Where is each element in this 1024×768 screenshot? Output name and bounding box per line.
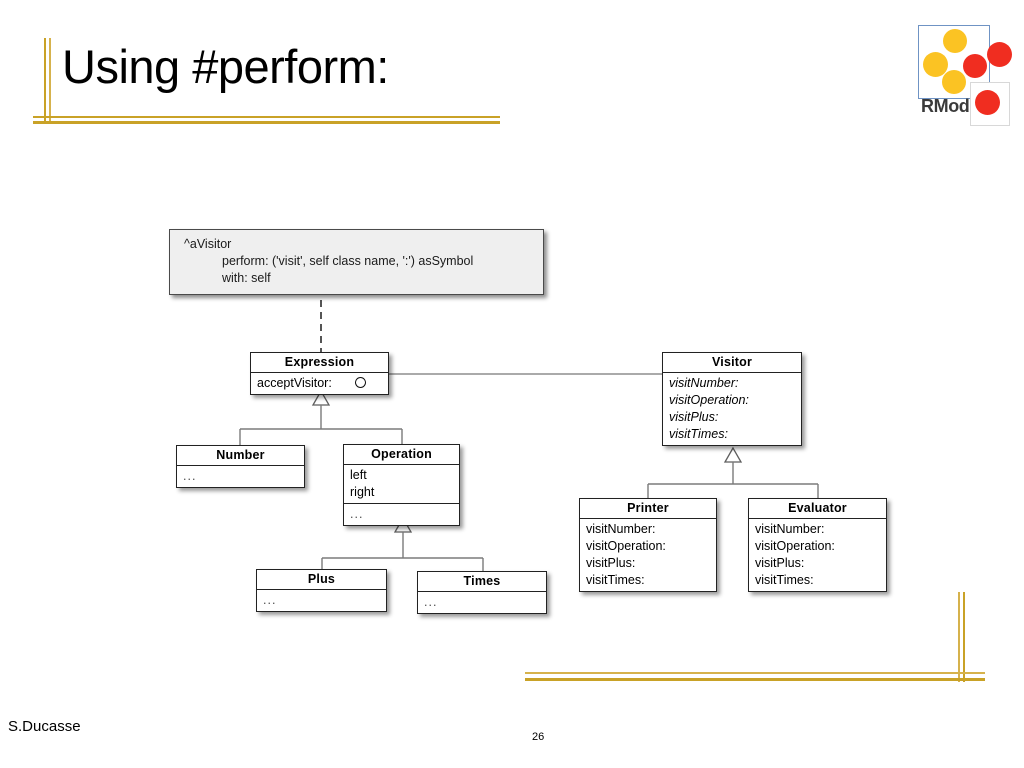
uml-member-left: left: [350, 468, 367, 482]
uml-member-visit-plus: visitPlus:: [669, 410, 719, 424]
generalization-triangle-visitor: [723, 446, 743, 463]
title-ornament-vertical-inner: [49, 38, 51, 124]
uml-member-visit-operation: visitOperation:: [586, 539, 666, 553]
logo-yellow-circle-3: [942, 70, 966, 94]
uml-operations-times: ...: [418, 592, 546, 613]
uml-member-ellipsis: ...: [263, 593, 277, 607]
uml-class-name-printer: Printer: [580, 499, 716, 519]
uml-class-name-visitor: Visitor: [663, 353, 801, 373]
uml-member-ellipsis: ...: [183, 469, 197, 483]
uml-member-visit-times: visitTimes:: [755, 573, 814, 587]
uml-class-operation[interactable]: Operation left right ...: [343, 444, 460, 526]
page-title: Using #perform:: [62, 40, 389, 93]
note-line-3: with: self: [222, 271, 271, 285]
uml-operations-number: ...: [177, 466, 304, 487]
uml-class-times[interactable]: Times ...: [417, 571, 547, 614]
logo-red-circle-1: [963, 54, 987, 78]
uml-member-ellipsis: ...: [424, 595, 438, 609]
uml-member-visit-number: visitNumber:: [669, 376, 739, 390]
logo-yellow-circle-1: [943, 29, 967, 53]
title-ornament-vertical-outer: [44, 38, 46, 124]
uml-member-ellipsis: ...: [350, 507, 364, 521]
logo-yellow-circle-2: [923, 52, 948, 77]
uml-class-number[interactable]: Number ...: [176, 445, 305, 488]
uml-class-plus[interactable]: Plus ...: [256, 569, 387, 612]
logo-red-circle-2: [987, 42, 1012, 67]
uml-class-evaluator[interactable]: Evaluator visitNumber: visitOperation: v…: [748, 498, 887, 592]
uml-member-visit-times: visitTimes:: [669, 427, 728, 441]
uml-member-visit-operation: visitOperation:: [755, 539, 835, 553]
uml-operations-expression: acceptVisitor:: [251, 373, 388, 394]
uml-class-name-plus: Plus: [257, 570, 386, 590]
interface-socket-icon: [355, 377, 366, 388]
uml-member-visit-times: visitTimes:: [586, 573, 645, 587]
uml-class-name-expression: Expression: [251, 353, 388, 373]
uml-operations-plus: ...: [257, 590, 386, 611]
perform-code-note: ^aVisitor perform: ('visit', self class …: [169, 229, 544, 295]
logo-text: RMod: [921, 96, 970, 116]
uml-class-printer[interactable]: Printer visitNumber: visitOperation: vis…: [579, 498, 717, 592]
note-line-2: perform: ('visit', self class name, ':')…: [222, 254, 474, 268]
footer-page-number: 26: [532, 731, 545, 743]
note-line-1: ^aVisitor: [184, 237, 232, 251]
uml-class-expression[interactable]: Expression acceptVisitor:: [250, 352, 389, 395]
uml-class-name-evaluator: Evaluator: [749, 499, 886, 519]
uml-class-visitor[interactable]: Visitor visitNumber: visitOperation: vis…: [662, 352, 802, 446]
footer-ornament-vertical-inner: [958, 592, 960, 682]
uml-member-visit-operation: visitOperation:: [669, 393, 749, 407]
uml-operations-printer: visitNumber: visitOperation: visitPlus: …: [580, 519, 716, 591]
title-ornament-horizontal-upper: [33, 116, 500, 118]
uml-member-visit-number: visitNumber:: [755, 522, 825, 536]
uml-class-name-number: Number: [177, 446, 304, 466]
uml-operations-evaluator: visitNumber: visitOperation: visitPlus: …: [749, 519, 886, 591]
uml-member-accept-visitor: acceptVisitor:: [257, 376, 332, 390]
uml-class-name-times: Times: [418, 572, 546, 592]
uml-operations-operation: ...: [344, 504, 459, 525]
logo-red-circle-3: [975, 90, 1000, 115]
footer-ornament-horizontal-upper: [525, 672, 985, 674]
footer-author: S.Ducasse: [8, 718, 81, 735]
footer-ornament-horizontal-lower: [525, 678, 985, 681]
title-ornament-horizontal-lower: [33, 121, 500, 124]
rmod-logo: RMod: [915, 22, 1012, 130]
uml-member-visit-plus: visitPlus:: [586, 556, 636, 570]
footer-ornament-vertical-outer: [963, 592, 965, 682]
uml-member-right: right: [350, 485, 375, 499]
uml-operations-visitor: visitNumber: visitOperation: visitPlus: …: [663, 373, 801, 445]
uml-class-name-operation: Operation: [344, 445, 459, 465]
uml-member-visit-plus: visitPlus:: [755, 556, 805, 570]
uml-attributes-operation: left right: [344, 465, 459, 504]
uml-member-visit-number: visitNumber:: [586, 522, 656, 536]
